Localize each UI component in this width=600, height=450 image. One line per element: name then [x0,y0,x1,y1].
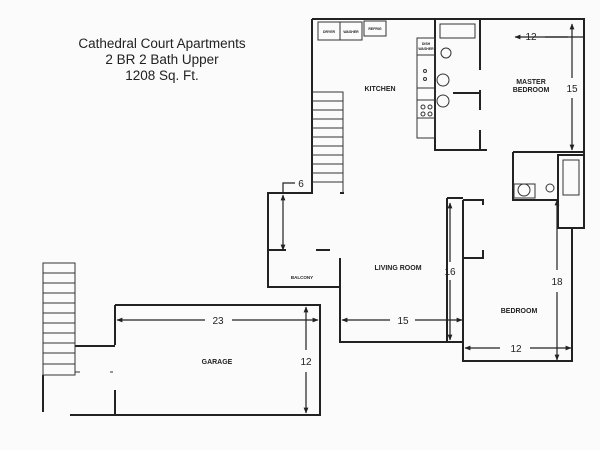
washer-label: WASHER [343,30,359,34]
dishwasher-label-2: WASHER [418,47,434,51]
bedroom-width-dim: 12 [510,344,522,355]
bedroom-label: BEDROOM [501,308,538,315]
dishwasher-label: DISH [422,42,431,46]
master-width-dim: 12 [525,32,537,43]
master-depth-dim: 15 [566,84,578,95]
plan-subtitle: 2 BR 2 Bath Upper [105,52,219,67]
dryer-label: DRYER [323,30,336,34]
master-bedroom-label: MASTER [516,79,546,86]
stairs [312,91,344,193]
refrig-label: REFRIG [368,27,382,31]
garage-depth-dim: 12 [300,357,312,368]
garage-label: GARAGE [202,359,233,366]
living-width-dim: 15 [397,316,409,327]
master-bedroom-label-2: BEDROOM [513,87,550,94]
bedroom-depth-dim: 18 [551,277,563,288]
plan-title: Cathedral Court Apartments [78,36,246,51]
kitchen-counters [317,20,555,199]
garage-width-dim: 23 [212,316,224,327]
plan-area: 1208 Sq. Ft. [125,68,199,83]
balcony-depth-dim: 6 [298,179,304,190]
living-depth-dim: 16 [444,267,456,278]
kitchen-label: KITCHEN [364,86,395,93]
apartment-walls [267,18,585,362]
living-room-label: LIVING ROOM [374,265,421,272]
garage-walls [42,304,321,416]
balcony-label: BALCONY [291,275,313,280]
dimension-lines [116,23,584,414]
garage-stairs [42,262,76,376]
